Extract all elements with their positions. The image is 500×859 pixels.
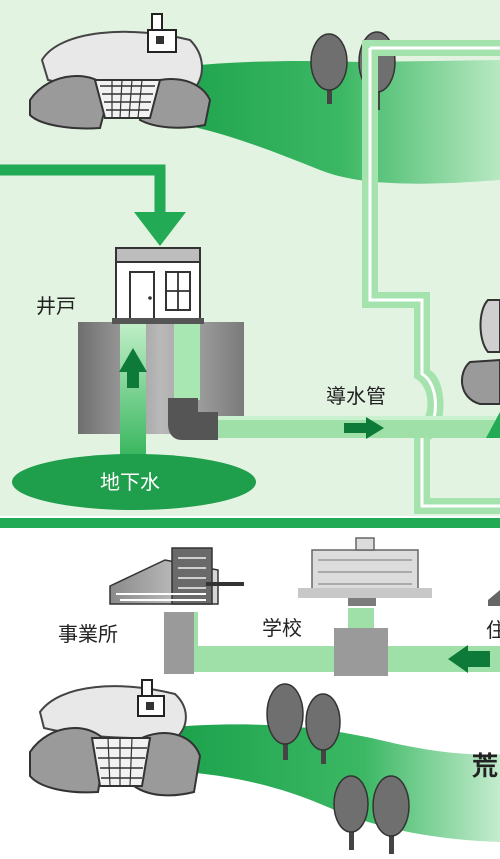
- office-building-icon: [109, 547, 244, 605]
- well-house-icon: [112, 247, 204, 324]
- inflow-arrow-head: [134, 212, 186, 246]
- school-label: 学校: [262, 616, 302, 640]
- tree-icon: [305, 693, 341, 764]
- well-shaft-right: [174, 324, 200, 400]
- conduit-label: 導水管: [326, 384, 386, 408]
- pump-elbow: [168, 398, 218, 440]
- well-label: 井戸: [36, 294, 76, 318]
- section-divider: [0, 518, 500, 528]
- tree-icon: [372, 775, 410, 854]
- flow-arrow-icon: [344, 417, 384, 439]
- distribution-pipe: [164, 612, 500, 672]
- upper-river: [150, 60, 500, 184]
- dam-illustration-bottom: [29, 679, 202, 797]
- residence-label: 住: [486, 618, 500, 642]
- tree-icon: [266, 683, 304, 760]
- residence-building-partial: [488, 590, 500, 606]
- groundwater-pool: [12, 454, 256, 510]
- school-valve: [334, 628, 388, 676]
- well-shaft-left: [120, 324, 146, 466]
- tree-icon: [333, 775, 369, 850]
- business-riser: [164, 612, 194, 674]
- dam-illustration-top: [29, 13, 212, 130]
- river-label: 荒: [472, 752, 499, 782]
- conduit-pipe-highlight: [218, 416, 500, 420]
- business-label: 事業所: [58, 622, 118, 646]
- up-arrow-icon: [119, 348, 147, 388]
- lower-river: [160, 724, 500, 842]
- school-building-icon: [298, 537, 432, 606]
- flow-arrow-icon: [448, 645, 490, 673]
- inflow-arrow: [0, 164, 166, 215]
- tree-icon: [310, 33, 348, 104]
- groundwater-label: 地下水: [100, 470, 160, 494]
- reservoir-tank-icon: [460, 299, 500, 438]
